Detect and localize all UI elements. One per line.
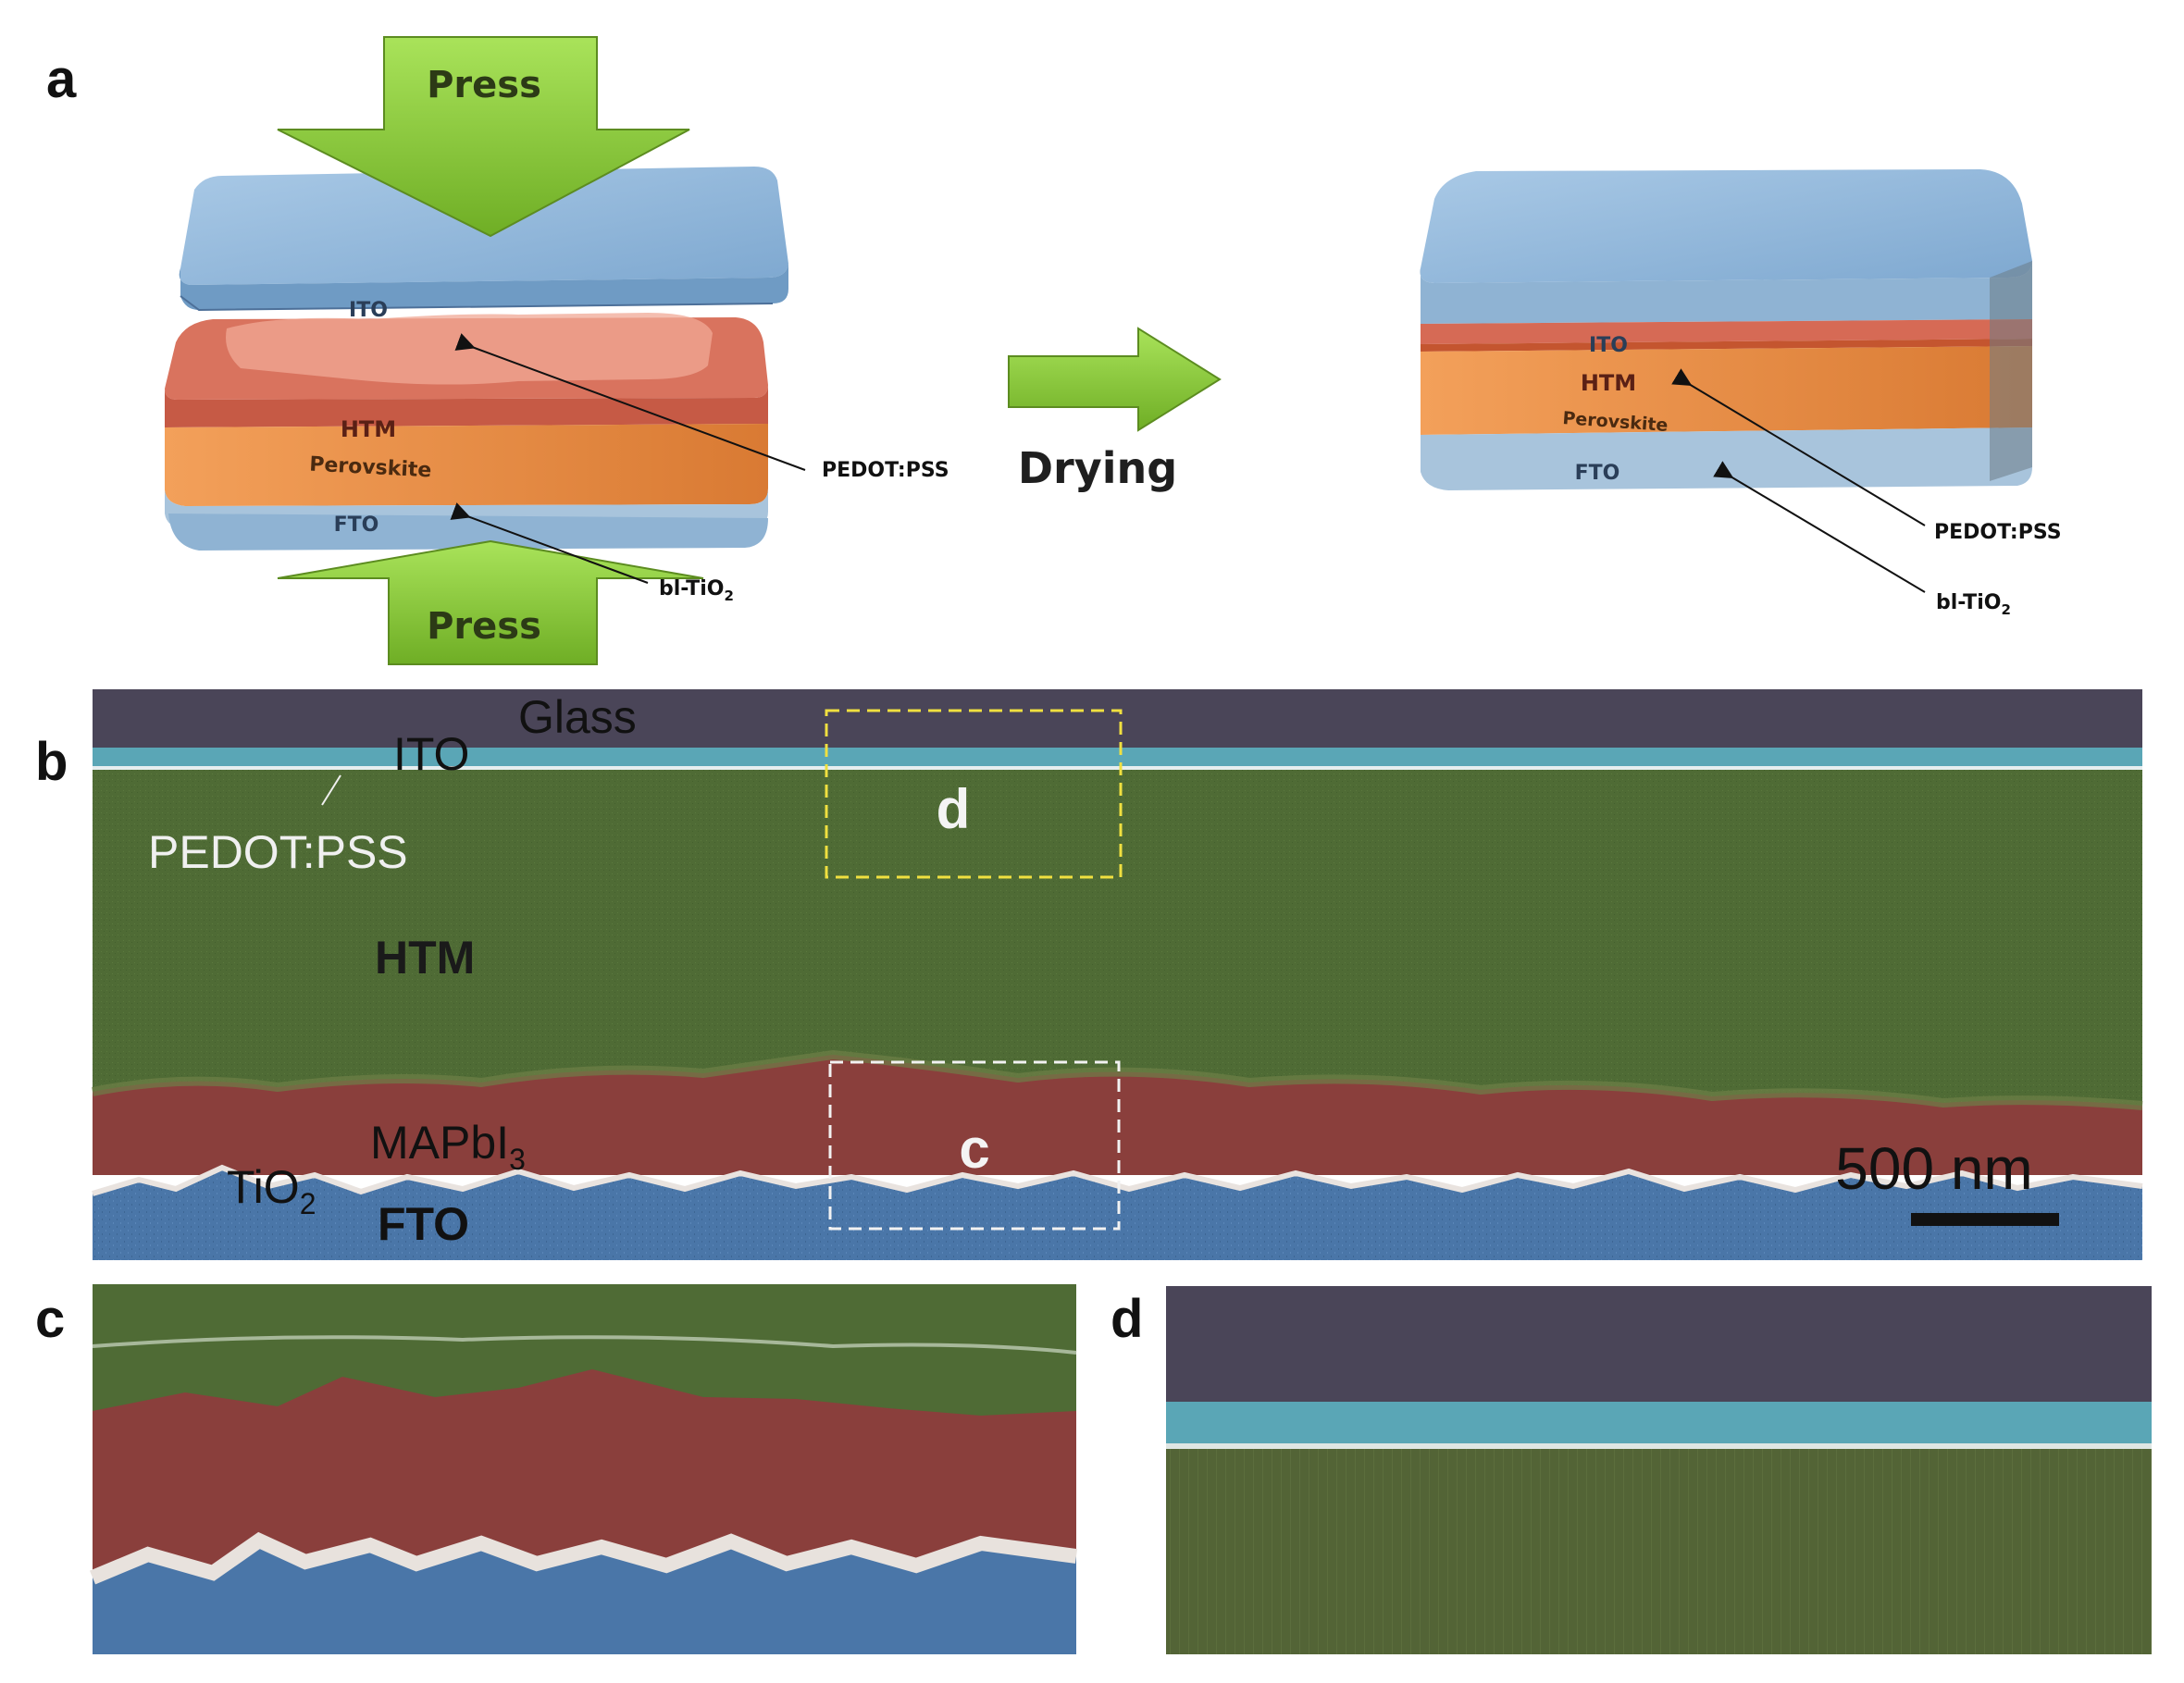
htm-region-d <box>1166 1449 2152 1654</box>
pedot-pointer <box>454 333 806 471</box>
drying-arrow[interactable] <box>1008 327 1222 432</box>
htm-label-sem: HTM <box>375 932 475 984</box>
panel-label-d: d <box>1111 1289 1144 1349</box>
zoom-box-c[interactable] <box>828 1060 1121 1231</box>
pedot-pointer-sem <box>321 774 341 806</box>
sem-zoom-c <box>89 1284 1078 1654</box>
sem-cross-section-b: d c Glass ITO PEDOT:PSS HTM MAPbI3 TiO2 … <box>92 689 2143 1260</box>
fto-label-sem: FTO <box>378 1198 469 1250</box>
pedot-label: PEDOT:PSS <box>822 459 949 482</box>
panel-label-c: c <box>35 1289 66 1349</box>
glass-region-d <box>1166 1286 2152 1402</box>
panel-label-a: a <box>46 49 77 109</box>
htm-label: HTM <box>341 416 396 442</box>
pedot-region-d <box>1166 1443 2152 1449</box>
box-c-label: c <box>959 1118 989 1180</box>
pedot-label-after: PEDOT:PSS <box>1934 521 2062 544</box>
bltio2-pointer <box>450 502 649 584</box>
sem-zoom-d <box>1166 1286 2152 1654</box>
ito-label: ITO <box>349 299 388 322</box>
glass-layer <box>93 689 2142 749</box>
scale-bar <box>1911 1213 2059 1226</box>
perovskite-layer <box>93 1055 2142 1175</box>
box-d-label: d <box>937 778 971 840</box>
fto-region-c <box>93 1541 1076 1654</box>
schematic-after-drying: ITO HTM Perovskite FTO PEDOT:PSS bl-TiO2 <box>1420 169 2062 618</box>
ito-region-d <box>1166 1402 2152 1443</box>
press-top-label: Press <box>427 64 541 106</box>
mapbi3-label: MAPbI3 <box>370 1117 526 1176</box>
pedot-label-sem: PEDOT:PSS <box>148 826 408 878</box>
tio2-layer <box>92 1164 2143 1196</box>
panel-label-b: b <box>35 732 68 792</box>
tio2-region-c <box>89 1531 1078 1585</box>
pedot-layer <box>93 766 2142 770</box>
fto-label-after: FTO <box>1575 462 1620 485</box>
htm-label-after: HTM <box>1581 370 1636 396</box>
bltio2-label: bl-TiO2 <box>659 577 734 604</box>
press-arrow-top[interactable] <box>277 36 690 238</box>
glass-label: Glass <box>518 691 637 743</box>
schematic-before-pressing: Press Press ITO HTM Perovskite FTO PEDOT… <box>165 36 949 665</box>
drying-label: Drying <box>1018 443 1177 493</box>
ito-layer <box>93 748 2142 768</box>
zoom-box-d[interactable] <box>825 709 1123 879</box>
bltio2-label-after: bl-TiO2 <box>1936 591 2011 618</box>
pedot-pointer-after <box>1671 368 1926 526</box>
perovskite-region-c <box>93 1369 1076 1573</box>
tio2-label-sem: TiO2 <box>227 1161 316 1220</box>
bltio2-pointer-after <box>1713 461 1926 593</box>
lower-stack <box>165 313 768 551</box>
press-arrow-bottom[interactable] <box>277 539 704 665</box>
ito-label-sem: ITO <box>393 728 469 780</box>
scale-bar-label: 500 nm <box>1835 1135 2032 1202</box>
press-bottom-label: Press <box>427 605 541 648</box>
fto-label: FTO <box>334 514 379 537</box>
ito-label-after: ITO <box>1589 334 1628 357</box>
